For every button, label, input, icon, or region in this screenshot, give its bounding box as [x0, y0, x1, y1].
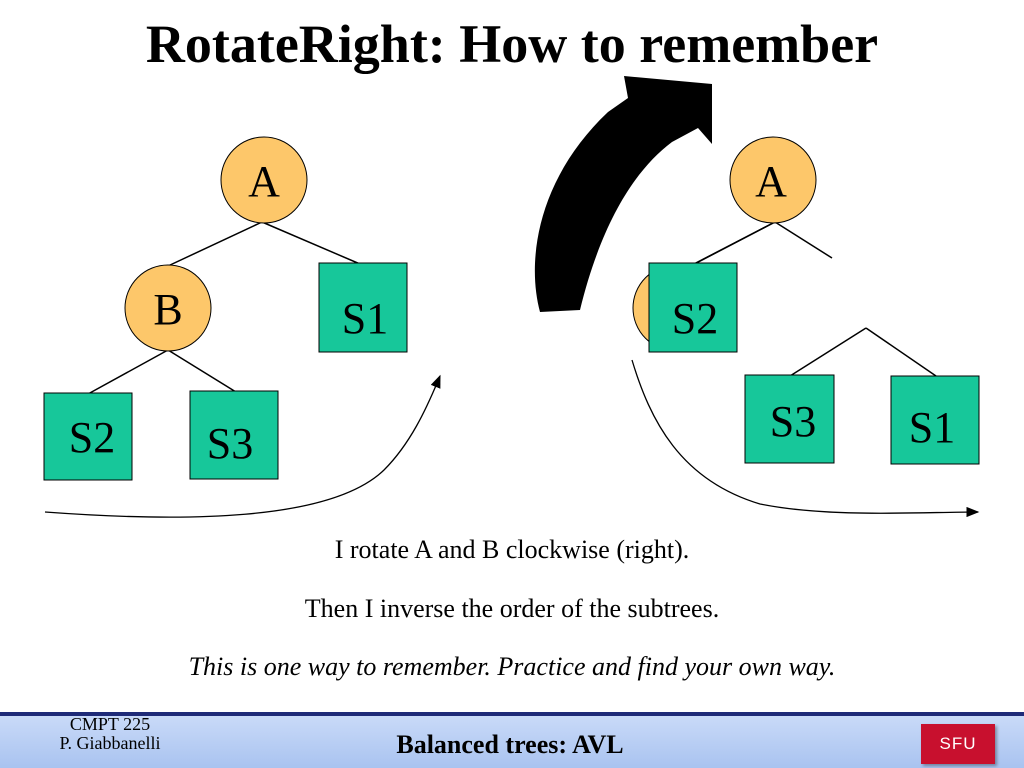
left-node-a-shape: [220, 136, 308, 224]
left-node-a: A: [220, 136, 308, 224]
footer-course-code: CMPT 225: [69, 714, 151, 734]
caption-advice: This is one way to remember. Practice an…: [188, 652, 836, 681]
left-subtree-s2-shape: [43, 392, 133, 481]
right-subtree-s3-shape: [744, 374, 835, 464]
sfu-logo: SFU: [921, 724, 995, 764]
right-subtree-s3: S3: [744, 374, 835, 464]
clockwise-rotation-arrow-icon: [534, 76, 712, 312]
footer-subject: Balanced trees: AVL: [396, 730, 624, 759]
left-subtree-s1-label: S1: [342, 294, 388, 343]
left-subtree-s2: S2: [43, 392, 133, 481]
right-node-a-label: A: [755, 157, 787, 206]
edge-sub-s3: [789, 327, 867, 377]
right-subtree-s3-label: S3: [770, 397, 816, 446]
right-subtree-s2-label: S2: [672, 294, 718, 343]
left-subtree-s3-shape: [189, 390, 279, 480]
left-node-b-shape: [124, 264, 212, 352]
edge-a-s1: [261, 221, 361, 265]
footer-instructor: P. Giabbanelli: [59, 733, 161, 753]
left-subtree-s2-label: S2: [69, 413, 115, 462]
right-node-a: A: [729, 136, 817, 224]
footer-bar: [0, 716, 1024, 768]
left-subtree-s1: S1: [318, 262, 408, 353]
left-sweep-arrow: [44, 374, 441, 518]
caption-rotate: I rotate A and B clockwise (right).: [334, 535, 690, 564]
right-subtree-s2-shape: [648, 262, 738, 353]
edge-b-s3: [167, 349, 237, 393]
right-subtree-s1-shape: [890, 375, 980, 465]
left-subtree-s3-label: S3: [207, 419, 253, 468]
edge-b-s2: [87, 349, 169, 395]
right-node-a-shape: [729, 136, 817, 224]
caption-inverse-order: Then I inverse the order of the subtrees…: [304, 594, 720, 623]
left-node-b-label: B: [153, 285, 182, 334]
left-node-a-label: A: [248, 157, 280, 206]
slide-title: RotateRight: How to remember: [145, 14, 879, 74]
right-sweep-arrow: [631, 359, 980, 518]
right-subtree-s1-label: S1: [909, 403, 955, 452]
right-subtree-s1: S1: [890, 375, 980, 465]
edge-a-b: [167, 221, 263, 267]
slide-footer: CMPT 225 P. Giabbanelli Balanced trees: …: [0, 712, 1024, 768]
right-subtree-s2: S2: [648, 262, 738, 353]
left-subtree-s1-shape: [318, 262, 408, 353]
edge-ra-right: [774, 221, 833, 259]
left-subtree-s3: S3: [189, 390, 279, 480]
edge-sub-s1: [865, 327, 937, 377]
footer-divider: [0, 712, 1024, 716]
left-node-b: B: [124, 264, 212, 352]
footer-course-info: CMPT 225 P. Giabbanelli: [0, 715, 220, 753]
